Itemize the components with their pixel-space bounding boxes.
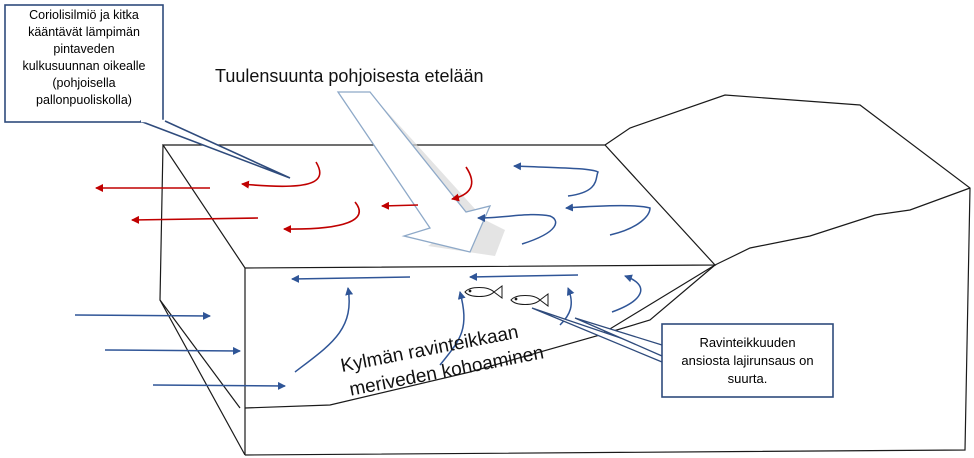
- cold-arrow: [565, 203, 651, 236]
- warm-arrow: [381, 201, 419, 210]
- fish-icon: [464, 285, 503, 299]
- cold-arrow: [477, 213, 557, 245]
- block-inner-edge: [159, 299, 241, 409]
- biodiversity-callout-text: Ravinteikkuuden ansiosta lajirunsaus on …: [664, 334, 831, 388]
- coastal-land: [244, 94, 971, 456]
- cold-arrow: [74, 311, 211, 320]
- callout-line: kulkusuunnan oikealle: [22, 59, 146, 73]
- cold-arrow: [104, 346, 241, 355]
- upwelling-arrow: [611, 274, 642, 313]
- shelf-line: [599, 264, 716, 336]
- callout-line: ansiosta lajirunsaus on: [681, 353, 814, 368]
- cold-arrow: [291, 274, 411, 283]
- callout-line: pintaveden: [53, 42, 115, 56]
- warm-surface-currents: [95, 161, 473, 234]
- callout-line: (pohjoisella: [52, 76, 116, 90]
- warm-arrow: [283, 201, 361, 234]
- seafloor-profile: [244, 264, 716, 409]
- cold-arrow: [469, 272, 579, 281]
- ocean-block: [159, 94, 971, 456]
- coriolis-callout-text: Coriolisilmiö ja kitka kääntävät lämpimä…: [7, 7, 161, 109]
- callout-line: Ravinteikkuuden: [699, 335, 796, 350]
- upwelling-arrow: [559, 287, 575, 326]
- warm-arrow: [451, 166, 473, 202]
- block-front-left-edge: [159, 144, 246, 456]
- biodiversity-callout: [531, 307, 834, 398]
- cold-arrow: [513, 162, 600, 197]
- upwelling-arrow: [439, 291, 466, 366]
- warm-arrow: [131, 215, 259, 224]
- cold-arrow: [152, 381, 286, 390]
- coast-slope: [714, 187, 971, 266]
- callout-line: pallonpuoliskolla): [36, 93, 132, 107]
- cold-currents: [74, 162, 651, 390]
- warm-arrow: [241, 161, 321, 189]
- coriolis-callout: [4, 4, 291, 179]
- callout-line: kääntävät lämpimän: [28, 25, 140, 39]
- callout-line: suurta.: [727, 371, 768, 386]
- callout-line: Coriolisilmiö ja kitka: [29, 8, 139, 22]
- upwelling-label: Kylmän ravinteikkaan meriveden kohoamine…: [339, 322, 546, 401]
- upwelling-arrow: [294, 287, 354, 373]
- wind-arrow: [336, 91, 505, 256]
- wind-direction-label: Tuulensuunta pohjoisesta etelään: [215, 66, 484, 86]
- fish-icon: [510, 293, 549, 307]
